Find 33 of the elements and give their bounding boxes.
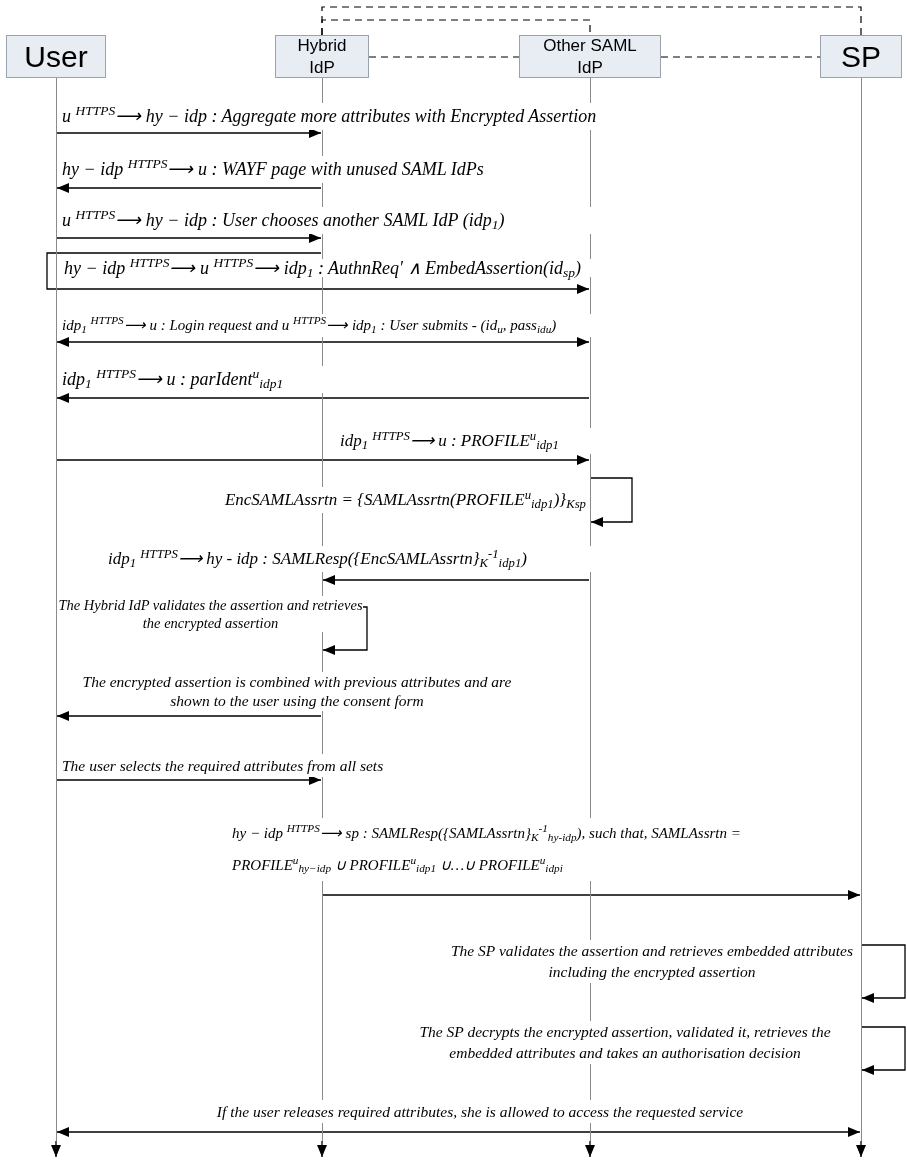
message-arrow — [56, 393, 590, 403]
message-arrow — [46, 252, 590, 294]
participant-box — [6, 35, 106, 78]
lifeline-end-arrow — [317, 1140, 327, 1158]
lifeline-end-arrow — [856, 1140, 866, 1158]
dashed-connector — [368, 56, 520, 58]
lifeline — [55, 78, 57, 1141]
self-message-arrow — [590, 477, 633, 527]
lifeline-end-arrow — [585, 1140, 595, 1158]
dashed-connector — [321, 6, 862, 36]
self-message-arrow — [861, 944, 906, 1003]
participant-label: Other SAML IdP — [542, 35, 638, 78]
message-arrow — [56, 128, 322, 138]
edge-label: The Hybrid IdP validates the assertion and retrieves the encrypted assertion — [58, 596, 363, 633]
self-message-arrow — [861, 1026, 906, 1075]
participant-label: SP — [841, 39, 881, 75]
message-arrow — [322, 575, 590, 585]
message-arrow — [56, 711, 322, 721]
participant-box — [820, 35, 902, 78]
message-arrow — [56, 775, 322, 785]
message-arrow — [56, 455, 590, 465]
message-arrow — [56, 183, 322, 193]
message-arrow — [56, 1127, 861, 1137]
participant-box — [275, 35, 369, 78]
lifeline — [860, 78, 862, 1141]
participant-label: Hybrid IdP — [296, 35, 348, 78]
message-arrow — [56, 337, 590, 347]
message-arrow — [322, 890, 861, 900]
dashed-connector — [660, 56, 821, 58]
lifeline-end-arrow — [51, 1140, 61, 1158]
participant-box — [519, 35, 661, 78]
participant-label: User — [24, 39, 88, 75]
message-arrow — [56, 233, 322, 243]
